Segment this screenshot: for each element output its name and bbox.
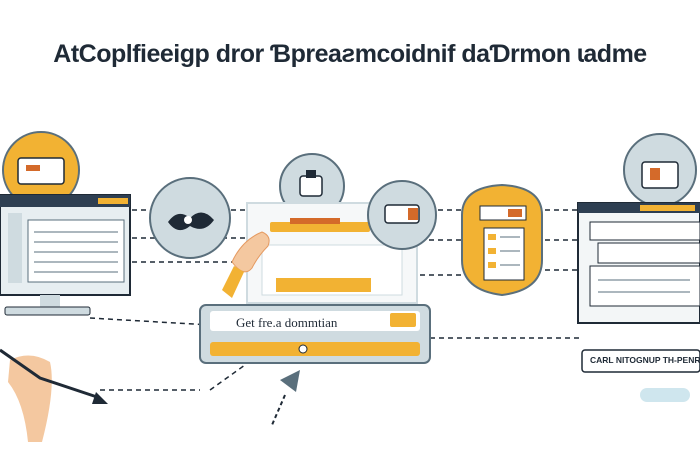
- caption-box: [581, 349, 700, 373]
- search-bar: [199, 304, 431, 364]
- pointing-hand: [222, 231, 270, 298]
- cta-text: Get fre.a dommtian: [236, 315, 338, 330]
- top-right-bubble: [623, 133, 697, 207]
- handshake-bubble: [149, 177, 231, 259]
- pill-decoration: [640, 388, 690, 402]
- left-monitor: [0, 194, 131, 316]
- yellow-phone: [461, 183, 543, 297]
- left-chat-bubble: [2, 131, 80, 209]
- right-browser-window: [577, 202, 700, 324]
- page-title: AtCoplfieeigp dror Ɓpreaƨmcoidnif daƊrmo…: [53, 40, 647, 68]
- caption-text: CARL NITOGNUP TH-PENR: [590, 355, 700, 365]
- right-chat-bubble: [367, 180, 437, 250]
- cursor-icon: [271, 370, 300, 426]
- bottom-hand: [0, 348, 108, 442]
